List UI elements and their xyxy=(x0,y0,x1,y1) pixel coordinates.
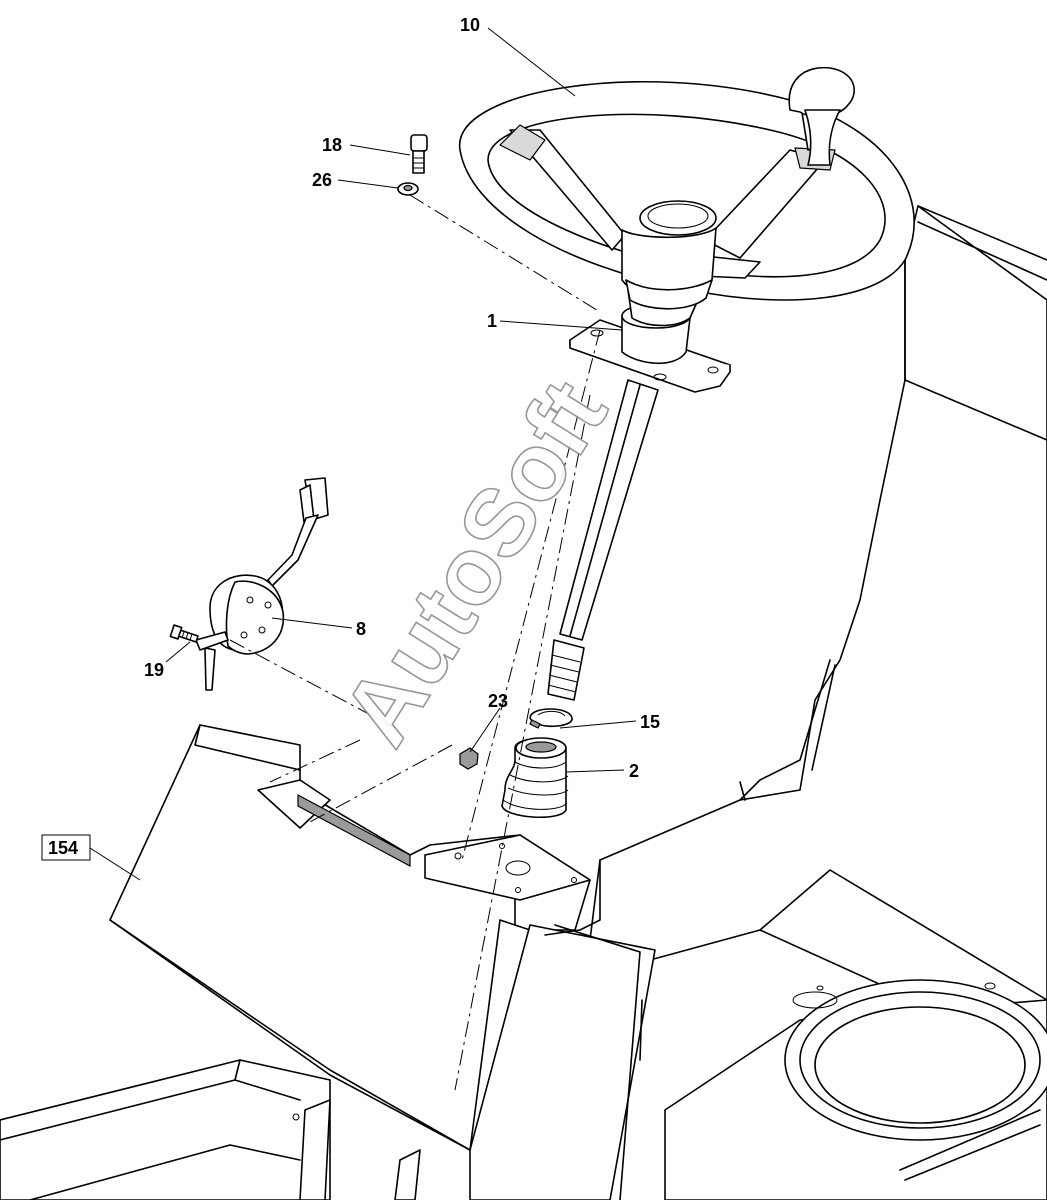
assembly-centerlines xyxy=(229,194,601,1091)
callout-18: 18 xyxy=(322,135,342,155)
callout-10: 10 xyxy=(460,15,480,35)
bolt-19 xyxy=(169,624,199,643)
callout-1: 1 xyxy=(487,311,497,331)
leader-lines xyxy=(89,27,637,881)
nut-23 xyxy=(459,747,479,770)
screw-18 xyxy=(410,134,428,174)
callout-8: 8 xyxy=(356,619,366,639)
callout-labels: 10 18 26 1 8 19 23 15 2 154 xyxy=(41,15,660,861)
boot-2 xyxy=(501,737,569,819)
chassis-rails xyxy=(0,1059,421,1200)
tank-housing xyxy=(664,979,1047,1200)
callout-26: 26 xyxy=(312,170,332,190)
callout-154-box xyxy=(41,834,91,861)
clamp-15 xyxy=(529,708,573,729)
callout-23: 23 xyxy=(488,691,508,711)
callout-2: 2 xyxy=(629,761,639,781)
callout-19: 19 xyxy=(144,660,164,680)
callout-15: 15 xyxy=(640,712,660,732)
washer-26 xyxy=(397,182,419,196)
callout-154: 154 xyxy=(48,838,78,858)
steering-column-1 xyxy=(547,289,731,701)
pedal-assembly-8 xyxy=(195,477,329,691)
steering-wheel-10 xyxy=(459,66,915,310)
steering-console-154 xyxy=(109,724,656,1200)
